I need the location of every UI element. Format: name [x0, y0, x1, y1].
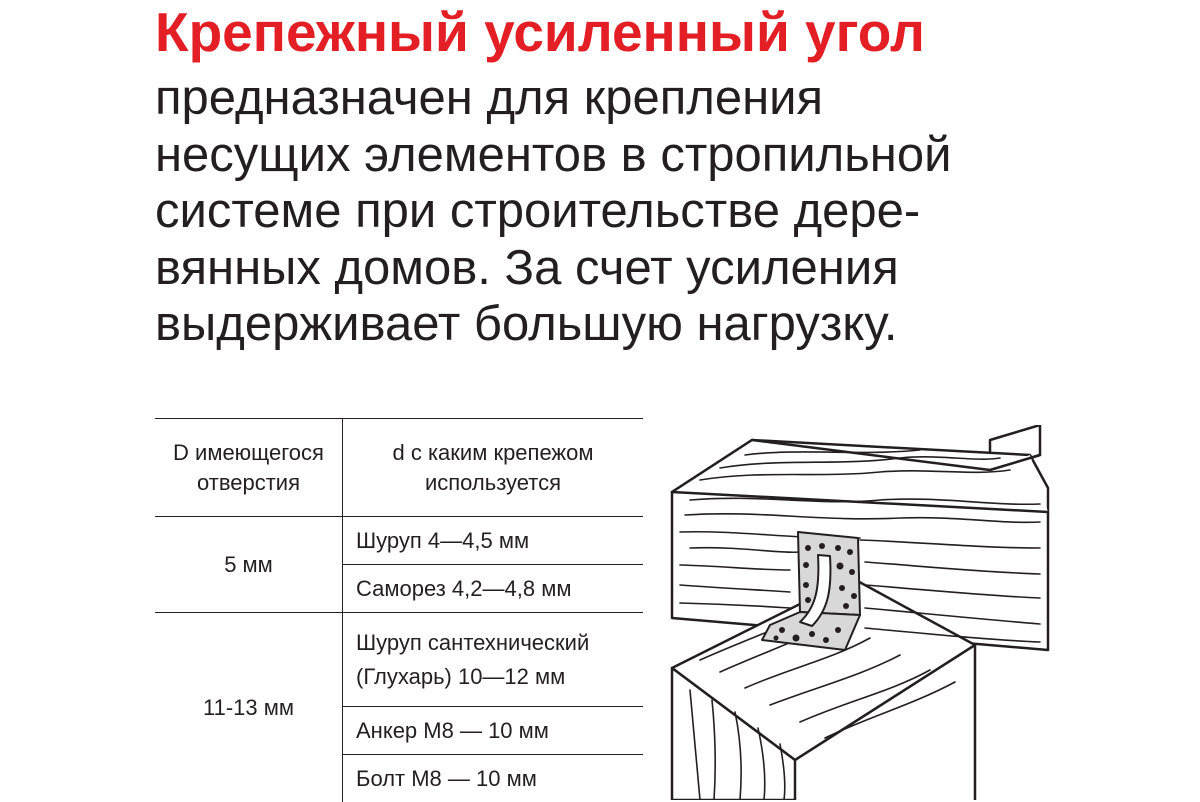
table-row: 11-13 мм Шуруп сантехнический (Глухарь) … — [155, 613, 643, 707]
description-line: предназначен для крепления — [155, 70, 1075, 127]
fastener-text: Саморез 4,2—4,8 мм — [356, 576, 643, 602]
page-title: Крепежный усиленный угол — [155, 0, 925, 64]
hole-diameter-cell: 11-13 мм — [155, 613, 343, 802]
fastener-cell: Шуруп сантехнический (Глухарь) 10—12 мм — [343, 613, 644, 707]
fastener-text: Анкер М8 — 10 мм — [356, 718, 643, 744]
hole-diameter-cell: 5 мм — [155, 517, 343, 613]
header-text-line: d с каким крепежом — [343, 438, 643, 468]
header-text-line: D имеющегося — [155, 438, 342, 468]
description: предназначен для крепления несущих элеме… — [155, 70, 1075, 353]
description-line: выдерживает большую нагрузку. — [155, 296, 1075, 353]
fastener-text: Шуруп 4—4,5 мм — [356, 528, 643, 554]
fastener-text: Болт М8 — 10 мм — [356, 766, 643, 792]
description-line: несущих элементов в стропильной — [155, 127, 1075, 184]
fastener-cell: Шуруп 4—4,5 мм — [343, 517, 644, 565]
description-line: вянных домов. За счет усиления — [155, 240, 1075, 297]
table-header-row: D имеющегося отверстия d с каким крепежо… — [155, 419, 643, 517]
fastener-text: Шуруп сантехнический — [356, 626, 643, 660]
fastener-text: (Глухарь) 10—12 мм — [356, 660, 643, 694]
header-text-line: отверстия — [155, 468, 342, 498]
fastener-cell: Болт М8 — 10 мм — [343, 755, 644, 802]
angle-bracket-illustration — [660, 425, 1055, 800]
description-line: системе при строительстве дере- — [155, 183, 1075, 240]
fastener-spec-table: D имеющегося отверстия d с каким крепежо… — [155, 418, 643, 802]
header-hole-diameter: D имеющегося отверстия — [155, 419, 343, 517]
table-row: 5 мм Шуруп 4—4,5 мм — [155, 517, 643, 565]
header-text-line: используется — [343, 468, 643, 498]
fastener-cell: Саморез 4,2—4,8 мм — [343, 565, 644, 613]
fastener-cell: Анкер М8 — 10 мм — [343, 707, 644, 755]
header-fastener: d с каким крепежом используется — [343, 419, 644, 517]
